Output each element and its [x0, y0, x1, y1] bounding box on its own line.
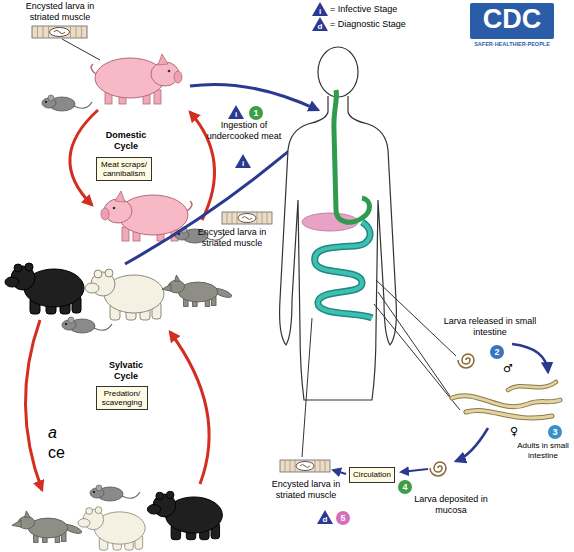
note-box: Meat scraps/ cannibalism [96, 157, 152, 181]
female-worm [466, 410, 552, 418]
callout-number: 5 [340, 514, 345, 523]
cycle-arrow [25, 320, 42, 490]
leader-line [62, 39, 100, 60]
male-worm [508, 382, 556, 390]
logo-box [470, 3, 554, 39]
stage-arrow [401, 469, 428, 472]
legend-text: = Infective Stage [330, 4, 397, 14]
polar-bear [78, 507, 145, 550]
label-text: Encysted larva in striated muscle [266, 479, 346, 501]
stage-triangle [235, 154, 251, 168]
small-intestine [315, 222, 372, 318]
muscle-icon [32, 26, 87, 38]
esophagus-stomach [334, 90, 370, 222]
stage-triangle [317, 510, 333, 524]
label-text: a [48, 423, 57, 442]
muscle-icon [222, 212, 272, 224]
cycle-arrow [170, 332, 209, 484]
stage-triangle [228, 105, 244, 119]
stage-arrow [512, 344, 548, 372]
label-text: SAFER·HEALTHIER·PEOPLE [462, 41, 562, 48]
label-text: ♂ [503, 362, 513, 375]
step-number: 4 [398, 480, 412, 494]
pig [91, 54, 182, 104]
callout-number: 2 [494, 348, 499, 357]
stage-letter: d [318, 23, 323, 31]
step-number: 5 [336, 511, 350, 525]
label-text: Sylvatic Cycle [97, 360, 155, 382]
step-number: 1 [249, 106, 263, 120]
larva-coil [430, 462, 446, 476]
label-text: Adults in small intestine [514, 441, 572, 460]
label-text: ♀ [510, 425, 518, 438]
legend-entry: = Diagnostic Stage [330, 19, 406, 30]
stage-triangle [312, 17, 328, 31]
callout-number: 3 [552, 428, 557, 437]
box-text: Predation/ scavenging [100, 389, 144, 407]
stage-letter: d [323, 516, 328, 524]
stage-arrow [333, 470, 346, 474]
label-text: Encysted larva in striated muscle [18, 1, 102, 23]
black-bear [147, 491, 222, 539]
note-box: Predation/ scavenging [96, 386, 148, 410]
callout-number: 1 [253, 109, 258, 118]
small-intestine [315, 222, 372, 318]
rat [62, 317, 112, 333]
legend-text: = Diagnostic Stage [330, 19, 406, 29]
step-number: 3 [548, 425, 562, 439]
label-text: ce [48, 443, 65, 462]
female-worm [452, 396, 560, 407]
step-number: 2 [490, 345, 504, 359]
female-worm [466, 410, 552, 418]
label-text: Ingestion of undercooked meat [198, 120, 290, 142]
larva-coil [458, 354, 474, 368]
stage-letter: i [242, 160, 244, 168]
box-text: Meat scraps/ cannibalism [100, 160, 148, 178]
label-text: Encysted larva in striated muscle [190, 227, 274, 249]
stage-letter: i [319, 8, 321, 16]
black-bear [5, 263, 84, 314]
male-worm [508, 382, 556, 390]
stage-letter: i [235, 111, 237, 119]
human-head [318, 47, 358, 97]
label-text: Domestic Cycle [97, 130, 155, 152]
rat [90, 485, 140, 501]
callout-number: 4 [402, 483, 407, 492]
legend-entry: = Infective Stage [330, 4, 397, 15]
stage-arrow [456, 428, 488, 461]
polar-bear [85, 269, 164, 320]
label-text: CDC [470, 5, 554, 35]
human-body [280, 96, 397, 400]
leader-line [378, 292, 450, 396]
label-text: Larva deposited in mucosa [413, 494, 489, 516]
note-box: Circulation [349, 467, 395, 482]
stage-triangle [312, 2, 328, 16]
wild-animal [162, 275, 233, 307]
cycle-arrow [190, 112, 215, 220]
box-text: Circulation [353, 470, 391, 479]
rat [42, 95, 92, 111]
muscle-icon [280, 460, 330, 472]
label-text: Larva released in small intestine [442, 316, 538, 338]
wild-animal [12, 511, 83, 543]
leader-line [302, 318, 312, 457]
cycle-arrow [70, 110, 98, 205]
female-worm [452, 396, 560, 407]
